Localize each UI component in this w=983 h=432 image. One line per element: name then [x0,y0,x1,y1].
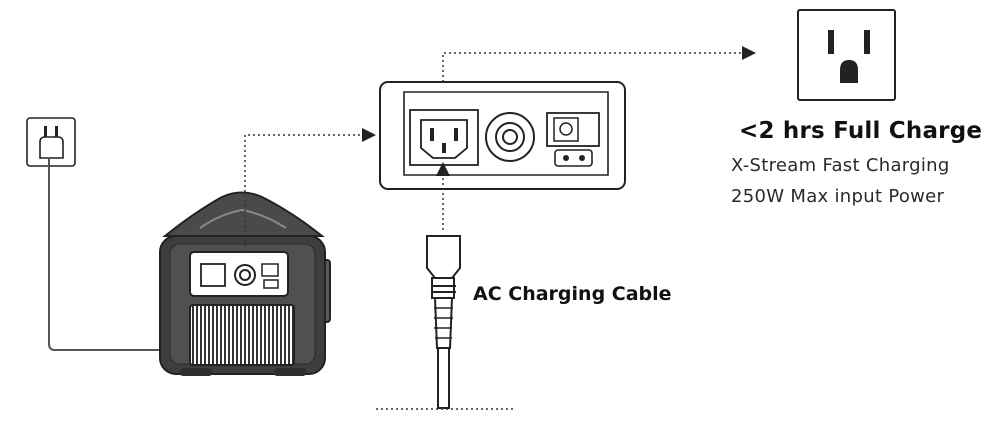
ac-charging-cable-icon [426,235,461,409]
zoom-arrow-icon [362,128,376,142]
ac-charging-cable-label: AC Charging Cable [473,283,672,305]
outlet-arrow-icon [742,46,756,60]
power-station [159,191,331,376]
wall-outlet-icon [797,9,896,101]
port-panel-zoom [379,81,626,190]
charge-time-title: <2 hrs Full Charge [739,118,983,144]
wall-plug-icon [26,117,76,167]
fast-charging-subtitle: X-Stream Fast Charging [731,155,950,176]
max-input-subtitle: 250W Max input Power [731,186,945,207]
inlet-arrow-icon [436,162,450,176]
zoom-pointer-line [244,134,362,252]
outlet-pointer-line [442,52,742,82]
